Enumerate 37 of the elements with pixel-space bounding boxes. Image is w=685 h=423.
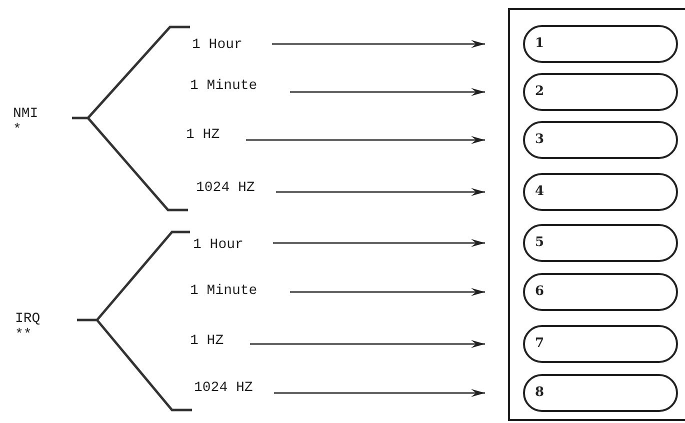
slot-number: 8 (534, 384, 546, 401)
arrow (274, 389, 485, 397)
slot-number: 1 (534, 35, 546, 52)
slot-pill (523, 121, 678, 159)
slot-pill (523, 273, 678, 311)
slot-pill (523, 173, 678, 211)
slot-number: 4 (534, 183, 546, 200)
slot-number: 6 (534, 283, 546, 300)
slot-number: 5 (534, 234, 546, 251)
rate-label: 1 Hour (192, 37, 244, 53)
arrow (250, 340, 485, 348)
priority-mark: ** (15, 327, 33, 343)
arrow (290, 288, 485, 296)
slot-pill (523, 25, 678, 63)
slot-pill (523, 325, 678, 363)
rate-label: 1024 HZ (194, 380, 254, 396)
rate-label: 1 Hour (193, 237, 244, 253)
arrow (246, 136, 485, 144)
panel (508, 8, 685, 421)
rate-label: 1 HZ (186, 127, 221, 143)
rate-label: 1 HZ (190, 333, 225, 349)
arrow (272, 40, 485, 48)
priority-mark: * (13, 122, 22, 138)
interrupt-label: IRQ (15, 311, 42, 327)
slot-number: 7 (534, 335, 546, 352)
slot-pill (523, 224, 678, 262)
slot-number: 2 (534, 83, 546, 100)
interrupt-label: NMI (13, 106, 40, 122)
arrow (290, 88, 485, 96)
arrow (276, 188, 485, 196)
slot-pill (523, 73, 678, 111)
slot-pill (523, 374, 678, 412)
rate-label: 1024 HZ (196, 180, 256, 196)
arrow (273, 239, 485, 247)
slot-number: 3 (534, 131, 546, 148)
rate-label: 1 Minute (190, 78, 258, 94)
rate-label: 1 Minute (190, 283, 258, 299)
